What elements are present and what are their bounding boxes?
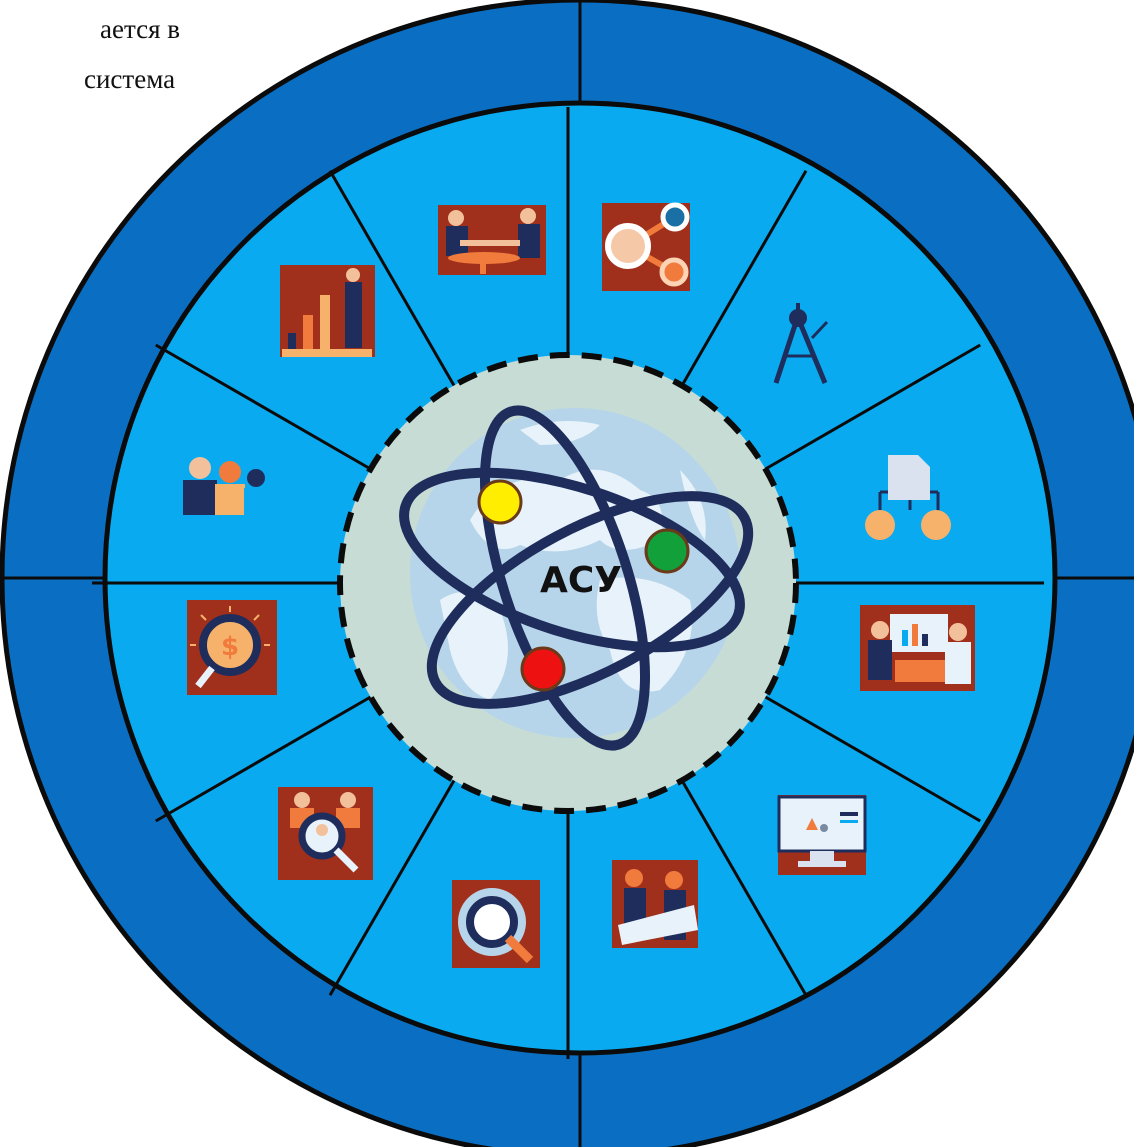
team-people-icon (183, 457, 269, 515)
magnifier-globe-icon (452, 880, 540, 968)
node-green (644, 528, 690, 574)
segment-divider (680, 170, 808, 387)
business-presentation-icon (860, 605, 975, 691)
segment-divider (680, 779, 808, 996)
center-dashed-border (337, 352, 799, 814)
drafting-compass-icon (773, 303, 829, 384)
atom-orbits (399, 405, 754, 751)
side-text-top-line-1: ается в (100, 14, 180, 44)
node-yellow (477, 479, 523, 525)
growth-bar-chart-icon (280, 265, 375, 357)
computer-monitor-dashboard-icon (777, 795, 867, 875)
node-red (520, 646, 566, 692)
handshake-meeting-icon (438, 205, 546, 275)
document-flowchart-icon (865, 455, 951, 540)
people-search-icon (278, 787, 373, 880)
svg-text:$: $ (221, 632, 239, 662)
segment-divider (328, 170, 456, 387)
center-label: АСУ (540, 560, 622, 601)
money-magnifier-icon: $ (187, 600, 277, 695)
engineers-blueprint-icon (612, 860, 698, 948)
segment-divider (764, 343, 981, 471)
side-text-top-line-2: система (84, 64, 176, 94)
network-nodes-icon (602, 202, 690, 291)
segment-dividers (92, 107, 1044, 1059)
segment-divider (764, 695, 981, 823)
segment-divider (328, 779, 456, 996)
segment-divider (155, 695, 372, 823)
segment-divider (155, 343, 372, 471)
